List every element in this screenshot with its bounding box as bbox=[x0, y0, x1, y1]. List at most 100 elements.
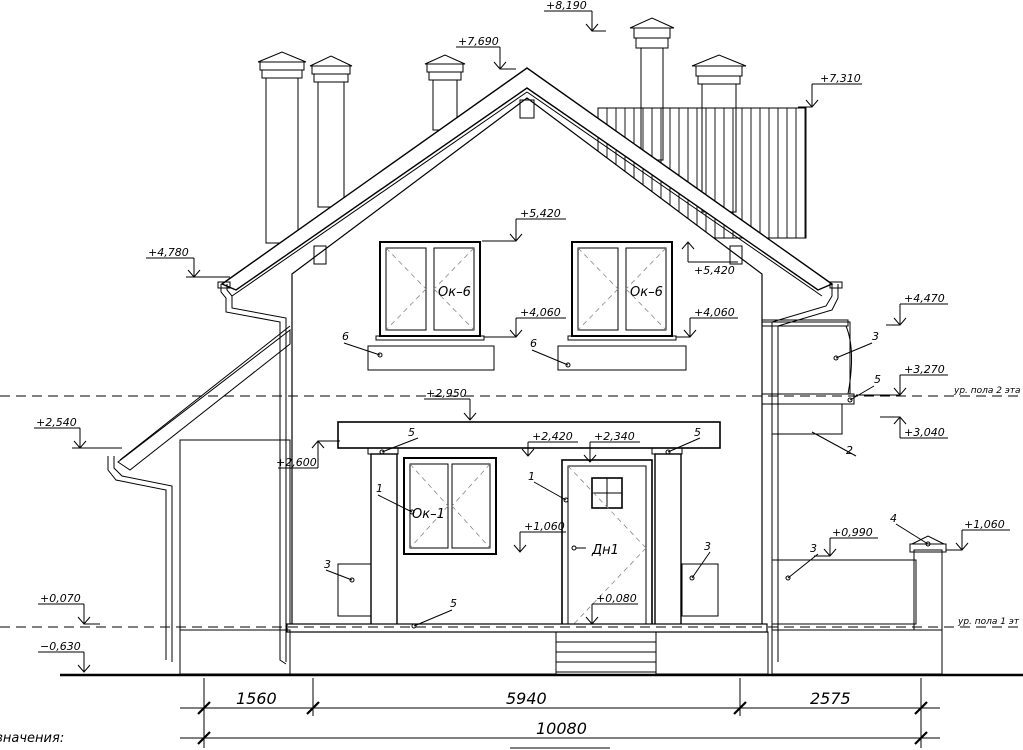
gable-roof bbox=[220, 67, 834, 297]
svg-text:5: 5 bbox=[874, 373, 881, 386]
porch-railing-left bbox=[337, 563, 372, 617]
svg-text:+5,420: +5,420 bbox=[520, 207, 561, 220]
dimension-2575: 2575 bbox=[810, 689, 851, 708]
porch-slab bbox=[286, 623, 768, 633]
svg-text:+4,780: +4,780 bbox=[148, 246, 189, 259]
elevation-mark: +0,070 bbox=[38, 592, 100, 625]
floor2-level-label: ур. пола 2 эта bbox=[953, 386, 1021, 396]
callout: 5 bbox=[411, 597, 457, 629]
porch-column-right bbox=[651, 447, 683, 631]
window-ok6-left-label: Ок–6 bbox=[438, 285, 471, 300]
callout: 4 bbox=[890, 512, 931, 547]
svg-text:+1,060: +1,060 bbox=[964, 518, 1005, 531]
svg-text:6: 6 bbox=[530, 337, 537, 350]
svg-text:3: 3 bbox=[324, 558, 331, 571]
elevation-mark: +2,420 bbox=[521, 430, 578, 457]
svg-text:−0,630: −0,630 bbox=[40, 640, 81, 653]
svg-text:+7,690: +7,690 bbox=[458, 35, 499, 48]
dimension-lines bbox=[180, 678, 940, 748]
svg-text:1: 1 bbox=[528, 470, 535, 483]
window-ok1-label: Ок–1 bbox=[412, 507, 445, 522]
elevation-mark: +2,950 bbox=[424, 387, 477, 421]
elevation-mark: +2,600 bbox=[276, 440, 340, 469]
svg-text:+1,060: +1,060 bbox=[524, 520, 565, 533]
floor1-level-label: ур. пола 1 эт bbox=[957, 617, 1020, 627]
callout: 6 bbox=[530, 337, 571, 368]
callout: 5 bbox=[665, 426, 701, 455]
svg-text:+4,060: +4,060 bbox=[694, 306, 735, 319]
callouts: 6 6 3 5 2 5 5 1 bbox=[324, 330, 931, 629]
svg-text:5: 5 bbox=[408, 426, 415, 439]
window-ok6-right bbox=[567, 241, 677, 341]
legend-fragment: значения: bbox=[0, 731, 64, 746]
callout: 5 bbox=[847, 373, 881, 403]
window-ok1 bbox=[403, 457, 497, 555]
svg-text:+2,540: +2,540 bbox=[36, 416, 77, 429]
elevation-mark: −0,630 bbox=[38, 640, 91, 673]
dimension-5940: 5940 bbox=[506, 689, 547, 708]
elevation-mark: +3,270 bbox=[856, 363, 948, 396]
chimney-left-2 bbox=[309, 55, 353, 208]
elevation-mark: +2,540 bbox=[34, 416, 122, 449]
elevation-marks: +8,190 +7,690 +7,310 +5,420 +5, bbox=[34, 0, 1010, 673]
svg-text:3: 3 bbox=[704, 540, 711, 553]
svg-text:+3,040: +3,040 bbox=[904, 426, 945, 439]
callout: 5 bbox=[379, 426, 419, 455]
callout: 3 bbox=[324, 558, 355, 583]
dimension-1560: 1560 bbox=[236, 689, 277, 708]
callout: 3 bbox=[785, 542, 819, 581]
elevation-mark: +4,060 bbox=[676, 306, 738, 338]
svg-text:1: 1 bbox=[376, 482, 383, 495]
fence bbox=[771, 535, 947, 631]
elevation-mark: +8,190 bbox=[544, 0, 606, 32]
elevation-mark: +0,080 bbox=[585, 592, 638, 625]
elevation-mark: +1,060 bbox=[513, 520, 566, 553]
svg-text:+2,950: +2,950 bbox=[426, 387, 467, 400]
elevation-mark: +4,780 bbox=[146, 246, 230, 278]
drainpipe-right bbox=[771, 281, 843, 662]
window-ok6-left bbox=[375, 241, 485, 341]
chimney-left-1 bbox=[257, 51, 307, 244]
svg-text:+8,190: +8,190 bbox=[546, 0, 587, 12]
window-ok6-right-label: Ок–6 bbox=[630, 285, 663, 300]
dimension-total: 10080 bbox=[536, 719, 587, 738]
elevation-mark: +3,040 bbox=[880, 416, 948, 439]
svg-text:+2,420: +2,420 bbox=[532, 430, 573, 443]
svg-text:+0,990: +0,990 bbox=[832, 526, 873, 539]
elevation-mark: +4,470 bbox=[886, 292, 948, 326]
callout: 3 bbox=[689, 540, 711, 581]
svg-text:3: 3 bbox=[872, 330, 879, 343]
svg-text:4: 4 bbox=[890, 512, 897, 525]
porch-railing-right bbox=[681, 563, 719, 617]
side-extension-left bbox=[117, 325, 291, 666]
elevation-mark: +1,060 bbox=[946, 518, 1010, 551]
callout: 2 bbox=[811, 431, 857, 457]
flower-box-left bbox=[367, 345, 495, 371]
svg-text:+2,340: +2,340 bbox=[594, 430, 635, 443]
elevation-mark: +5,420 bbox=[681, 241, 738, 277]
elevation-mark: +5,420 bbox=[482, 207, 566, 242]
svg-text:6: 6 bbox=[342, 330, 349, 343]
svg-text:+5,420: +5,420 bbox=[694, 264, 735, 277]
drainpipe-extension bbox=[107, 456, 173, 662]
flower-box-right bbox=[557, 345, 687, 371]
svg-text:2: 2 bbox=[846, 444, 853, 457]
svg-text:+0,080: +0,080 bbox=[596, 592, 637, 605]
svg-text:+4,060: +4,060 bbox=[520, 306, 561, 319]
svg-text:3: 3 bbox=[810, 542, 817, 555]
elevation-mark: +2,340 bbox=[583, 430, 640, 463]
callout: 1 bbox=[528, 470, 569, 503]
svg-text:5: 5 bbox=[694, 426, 701, 439]
svg-text:+7,310: +7,310 bbox=[820, 72, 861, 85]
balcony bbox=[761, 319, 855, 435]
door-label: Дн1 bbox=[591, 543, 619, 558]
elevation-mark: +7,310 bbox=[798, 72, 862, 108]
svg-text:+4,470: +4,470 bbox=[904, 292, 945, 305]
svg-text:+0,070: +0,070 bbox=[40, 592, 81, 605]
elevation-mark: +7,690 bbox=[456, 35, 516, 70]
porch-canopy bbox=[337, 421, 721, 449]
svg-text:+2,600: +2,600 bbox=[276, 456, 317, 469]
porch-steps bbox=[555, 631, 657, 673]
callout: 1 bbox=[376, 482, 415, 515]
svg-text:5: 5 bbox=[450, 597, 457, 610]
